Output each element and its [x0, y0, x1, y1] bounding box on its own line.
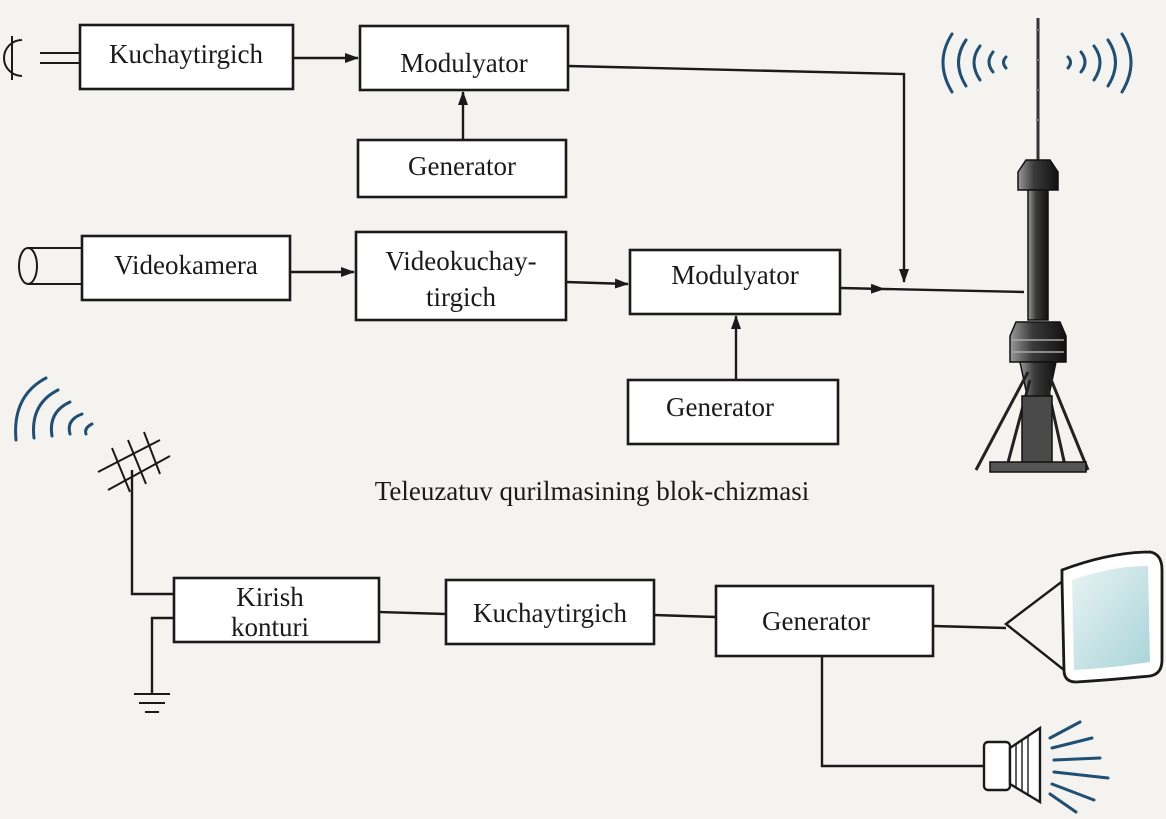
- receiver-generator-label: Generator: [762, 606, 870, 636]
- videocamera-block: Videokamera: [80, 234, 292, 302]
- videocamera-label: Videokamera: [114, 250, 258, 280]
- modulator-label-audio: Modulyator: [400, 48, 528, 78]
- generator-label-audio: Generator: [408, 151, 516, 181]
- receiver-amplifier-label: Kuchaytirgich: [473, 598, 627, 628]
- input-circuit-label-line2: konturi: [231, 612, 309, 642]
- amplifier-label: Kuchaytirgich: [109, 39, 263, 69]
- picture-tube-icon: [1004, 550, 1164, 684]
- speaker-icon: [982, 720, 1110, 814]
- receiver-generator-block: Generator: [714, 584, 935, 658]
- receiving-antenna-icon: [97, 431, 171, 493]
- wire-antenna-to-input: [130, 470, 174, 596]
- receiving-waves-icon: [14, 376, 94, 442]
- wire-amplifier-to-generator: [653, 613, 717, 619]
- tv-tower-icon: [974, 18, 1090, 473]
- wire-audio-modulator-to-antenna: [567, 64, 909, 283]
- generator-block-audio: Generator: [356, 138, 568, 199]
- wire-generator-to-speaker: [820, 656, 984, 768]
- modulator-block-video: Modulyator: [628, 248, 842, 316]
- video-amplifier-label-line2: tirgich: [426, 282, 496, 312]
- modulator-label-video: Modulyator: [671, 260, 799, 290]
- receiver-amplifier-block: Kuchaytirgich: [444, 578, 656, 646]
- diagram-caption: Teleuzatuv qurilmasining blok-chizmasi: [375, 476, 810, 506]
- video-amplifier-block: Videokuchay- tirgich: [354, 230, 568, 322]
- broadcast-waves-icon: [941, 32, 1133, 94]
- input-circuit-block: Kirish konturi: [172, 576, 381, 644]
- modulator-block-audio: Modulyator: [358, 24, 570, 92]
- wire-input-to-amplifier: [378, 610, 447, 616]
- videocamera-lens-icon: [18, 247, 82, 285]
- input-circuit-label-line1: Kirish: [236, 582, 304, 612]
- ground-icon: [134, 616, 174, 713]
- wire-generator-to-picture-tube: [932, 624, 1007, 630]
- wire-video-modulator-out: [839, 283, 885, 294]
- wire-video-amplifier-to-modulator: [565, 278, 629, 289]
- wire-to-tower: [883, 287, 1025, 294]
- amplifier-block: Kuchaytirgich: [78, 23, 295, 91]
- generator-block-video: Generator: [626, 378, 840, 446]
- microphone-icon: [3, 36, 80, 80]
- video-amplifier-label-line1: Videokuchay-: [385, 246, 536, 276]
- generator-label-video: Generator: [666, 392, 774, 422]
